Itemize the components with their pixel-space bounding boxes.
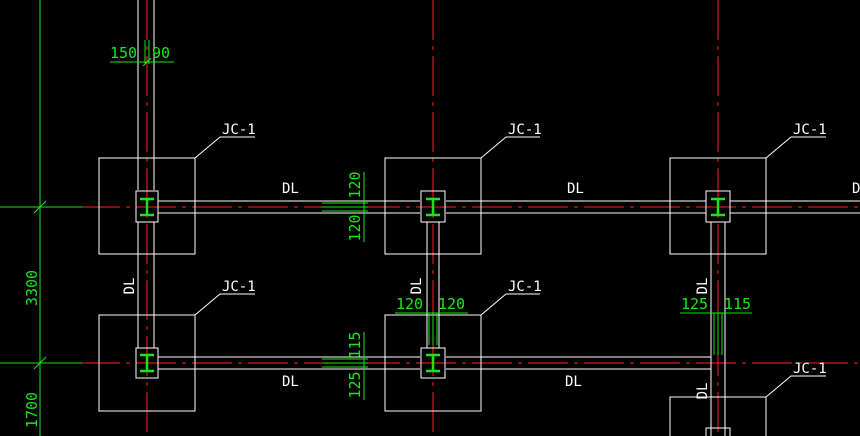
beam-tag-col-a: DL <box>122 278 138 295</box>
horizontal-beams <box>158 200 860 370</box>
column-c1 <box>705 190 731 223</box>
footing-b1 <box>384 157 482 255</box>
left-dimension-chain <box>0 0 82 436</box>
dimension-beam2-lower: 125 <box>346 371 364 398</box>
footing-tag-c1: JC-1 <box>793 122 827 138</box>
dimension-col2-right: 120 <box>438 295 465 313</box>
column-a2 <box>135 347 159 379</box>
footing-a1 <box>98 157 196 255</box>
dimension-col3-left: 125 <box>681 295 708 313</box>
axis-lines <box>80 0 860 436</box>
footing-tag-b2: JC-1 <box>508 279 542 295</box>
footing-tag-c3: JC-1 <box>793 361 827 377</box>
beam-tag-col-c: DL <box>695 278 711 295</box>
column-c3 <box>705 427 731 436</box>
dimension-span-upper: 3300 <box>23 270 41 306</box>
footing-tag-b1: JC-1 <box>508 122 542 138</box>
dimension-beam2-upper: 115 <box>346 331 364 358</box>
footing-leaders <box>194 136 826 398</box>
dimension-col3-right: 115 <box>724 295 751 313</box>
beam-tag-row1-left: DL <box>282 181 299 197</box>
footing-c3 <box>669 396 767 436</box>
dimension-beam1-upper: 120 <box>346 171 364 198</box>
beam-tag-col-c-lower: DL <box>695 383 711 400</box>
beam-tag-row2-mid: DL <box>565 374 582 390</box>
footing-a2 <box>98 314 196 412</box>
beam-tag-row2-left: DL <box>282 374 299 390</box>
dimension-span-lower: 1700 <box>23 392 41 428</box>
beam-tag-row1-right: DL <box>852 181 860 197</box>
dimension-top-right: 90 <box>152 44 170 62</box>
column-b1 <box>420 190 446 223</box>
dimension-col2-left: 120 <box>396 295 423 313</box>
dimension-lines <box>110 40 752 400</box>
footing-tag-a2: JC-1 <box>222 279 256 295</box>
footing-c1 <box>669 157 767 255</box>
dimension-top-left: 150 <box>110 44 137 62</box>
beam-tag-row1-mid: DL <box>567 181 584 197</box>
dimension-beam1-lower: 120 <box>346 214 364 241</box>
column-b2 <box>420 347 446 379</box>
footing-tag-a1: JC-1 <box>222 122 256 138</box>
column-a1 <box>135 190 159 223</box>
beam-tag-col-b: DL <box>409 278 425 295</box>
columns <box>135 190 731 436</box>
